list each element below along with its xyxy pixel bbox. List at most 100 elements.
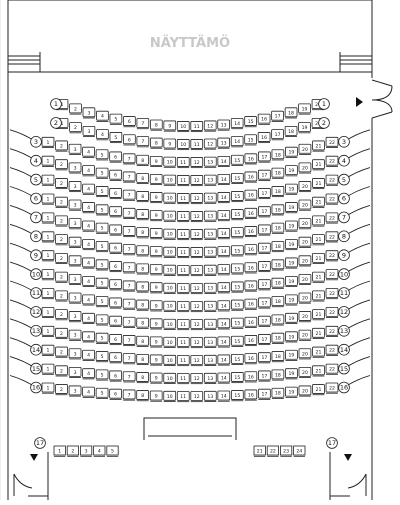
seat-box[interactable] [230,245,244,256]
seat-box[interactable] [109,242,122,253]
seat[interactable]: 11 [176,301,190,313]
seat[interactable]: 6 [109,224,122,236]
seat-box[interactable] [69,122,82,133]
seat-box[interactable] [285,183,298,194]
seat[interactable]: 10 [163,354,177,366]
seat[interactable]: 14 [217,192,231,204]
seat[interactable]: 22 [325,174,339,186]
seat-box[interactable] [258,169,271,180]
seat-box[interactable] [163,264,177,275]
seat[interactable]: 12 [203,138,217,150]
seat[interactable]: 12 [190,391,204,403]
seat-box[interactable] [217,210,231,220]
seat-box[interactable] [109,261,122,271]
seat-box[interactable] [271,259,285,270]
seat-box[interactable] [203,246,217,257]
seat[interactable]: 15 [230,281,244,293]
seat-box[interactable] [203,318,217,329]
seat-box[interactable] [298,103,311,114]
seat[interactable]: 10 [163,192,177,204]
seat-box[interactable] [244,335,258,345]
seat[interactable]: 21 [312,346,325,358]
seat[interactable]: 20 [298,255,312,267]
seat-box[interactable] [271,314,285,325]
seat[interactable]: 12 [190,301,204,313]
seat-box[interactable] [284,125,298,136]
seat[interactable]: 1 [41,344,55,356]
seat-box[interactable] [230,263,244,274]
seat[interactable]: 9 [163,120,177,132]
seat-box[interactable] [176,247,190,257]
seat[interactable]: 14 [217,390,231,402]
seat-box[interactable] [312,365,325,376]
seat-box[interactable] [163,246,177,257]
seat[interactable]: 20 [298,311,312,323]
seat-box[interactable] [244,280,258,291]
seat[interactable]: 6 [109,315,122,327]
seat[interactable]: 14 [230,118,244,130]
seat-box[interactable] [271,149,285,160]
seat-box[interactable] [203,210,217,221]
seat-box[interactable] [136,299,150,310]
seat-box[interactable] [68,385,82,396]
seat[interactable]: 14 [217,246,231,258]
seat-box[interactable] [203,354,217,365]
seat[interactable]: 15 [230,172,244,184]
seat[interactable]: 14 [217,228,231,240]
seat-box[interactable] [176,139,190,149]
seat-box[interactable] [271,204,285,215]
seat[interactable]: 15 [230,191,244,203]
seat[interactable]: 3 [68,236,82,248]
seat-box[interactable] [325,250,339,261]
seat[interactable]: 1 [41,306,55,319]
seat[interactable]: 15 [230,335,244,347]
seat[interactable]: 13 [217,119,231,131]
seat[interactable]: 16 [257,132,271,144]
seat[interactable]: 10 [163,264,177,276]
seat-box[interactable] [258,224,271,235]
seat[interactable]: 3 [80,445,93,457]
seat-box[interactable] [190,265,204,275]
seat[interactable]: 13 [203,318,217,330]
seat-box[interactable] [176,157,190,167]
seat-box[interactable] [258,206,271,217]
seat[interactable]: 2 [55,384,68,396]
seat-box[interactable] [312,271,325,282]
seat[interactable]: 16 [244,189,258,201]
seat-box[interactable] [122,171,136,182]
seat-box[interactable] [244,153,258,164]
seat[interactable]: 14 [217,318,231,330]
down-triangle-icon[interactable] [30,454,38,461]
seat[interactable]: 24 [293,445,306,457]
seat[interactable]: 1 [41,288,55,300]
seat-box[interactable] [258,242,271,253]
seat[interactable]: 13 [203,228,217,240]
seat[interactable]: 20 [298,329,312,341]
seat-box[interactable] [312,140,325,151]
seat-box[interactable] [217,246,231,257]
seat[interactable]: 17 [258,334,271,346]
seat-box[interactable] [230,191,244,201]
seat-box[interactable] [136,227,150,238]
seat[interactable]: 3 [68,311,82,323]
seat[interactable]: 20 [298,292,312,304]
seat-box[interactable] [312,159,325,170]
seat-box[interactable] [176,391,190,401]
seat-box[interactable] [82,239,95,249]
seat[interactable]: 1 [41,231,55,243]
seat-box[interactable] [55,346,68,357]
seat[interactable]: 15 [244,116,257,128]
seat[interactable]: 12 [190,211,204,223]
seat[interactable]: 2 [69,122,82,134]
seat-box[interactable] [109,334,122,344]
seat[interactable]: 8 [136,281,150,293]
seat[interactable]: 1 [41,193,55,205]
seat-box[interactable] [95,314,109,325]
seat[interactable]: 4 [82,257,95,269]
seat[interactable]: 4 [93,445,106,457]
seat-box[interactable] [325,193,339,204]
seat-box[interactable] [203,174,217,185]
seat-box[interactable] [257,132,271,142]
seat[interactable]: 7 [122,226,136,238]
seat[interactable]: 7 [122,207,136,219]
